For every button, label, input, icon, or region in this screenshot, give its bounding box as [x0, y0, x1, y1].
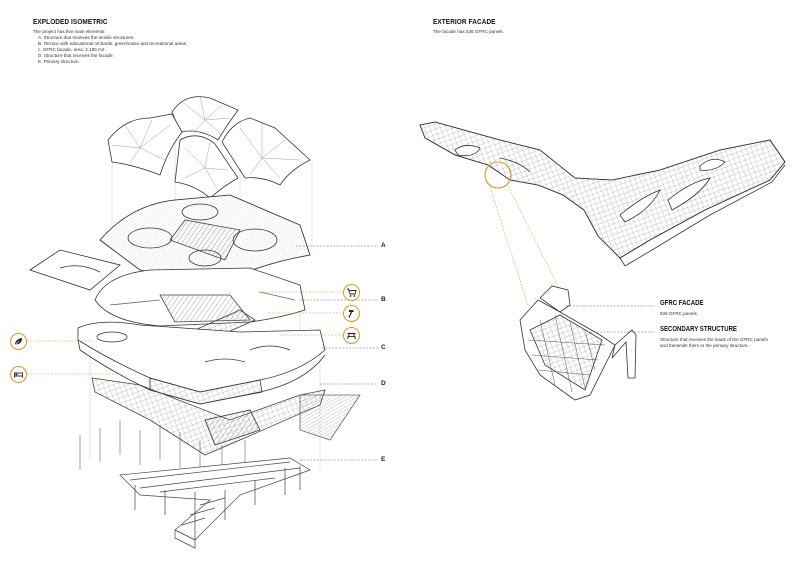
- tensile-roof-panels: [107, 96, 311, 199]
- element-c-text: c. GFRC facade, area: 2,180 m2.: [38, 46, 106, 52]
- label-b: B: [381, 296, 386, 303]
- detail-highlight-circle: [484, 161, 512, 189]
- exploded-isometric-description: The project has five main elements: A. S…: [33, 29, 187, 64]
- label-a: A: [381, 242, 386, 249]
- letter-leader-lines: [296, 245, 378, 461]
- element-a-text: A. Structure that receives the tensile s…: [38, 34, 135, 40]
- gfrc-facade-title: GFRC FACADE: [660, 300, 704, 307]
- level-c-facade: [77, 321, 326, 405]
- label-e: E: [381, 456, 386, 463]
- leaf-icon: [10, 333, 27, 350]
- label-c: C: [381, 344, 386, 351]
- exterior-facade-description: The facade has 536 GFRC panels.: [433, 29, 504, 35]
- level-a-structure: [29, 194, 311, 291]
- level-e-primary-structure: [79, 420, 311, 549]
- secondary-structure-line-1: Structure that receives the loads of the…: [660, 337, 768, 342]
- bed-icon: [10, 366, 27, 383]
- exterior-facade-intro: The facade has 536 GFRC panels.: [433, 29, 504, 34]
- roof-tension-lines: [111, 95, 301, 191]
- cart-icon: [343, 284, 360, 301]
- picnic-table-icon: [343, 327, 360, 344]
- level-d-substructure: [91, 377, 361, 456]
- exterior-facade-title: EXTERIOR FACADE: [433, 17, 496, 26]
- secondary-structure-title: SECONDARY STRUCTURE: [660, 326, 737, 333]
- element-e-text: E. Primary structure.: [38, 58, 80, 64]
- hammer-icon: [343, 305, 360, 322]
- label-d: D: [381, 380, 386, 387]
- gfrc-facade-text: 536 GFRC panels: [660, 311, 697, 317]
- secondary-structure-line-2: and transmits them to the primary struct…: [660, 342, 749, 348]
- description-intro: The project has five main elements:: [33, 29, 106, 34]
- facade-detail-drawing: [519, 285, 655, 401]
- level-b-terrace: [94, 267, 306, 341]
- detail-leader-lines: [566, 305, 655, 333]
- exploded-isometric-drawing: [27, 95, 378, 549]
- gfrc-facade-line: 536 GFRC panels: [660, 311, 697, 316]
- element-d-text: D. Structure that receives the facade.: [38, 52, 114, 58]
- icon-leader-lines: [27, 291, 344, 375]
- secondary-structure-text: Structure that receives the loads of the…: [660, 337, 768, 349]
- element-b-text: B. Terrace with educational orchards, gr…: [38, 40, 188, 46]
- exterior-facade-drawing: [419, 121, 786, 306]
- detail-projection-lines: [489, 185, 561, 306]
- exploded-isometric-title: EXPLODED ISOMETRIC: [33, 17, 108, 26]
